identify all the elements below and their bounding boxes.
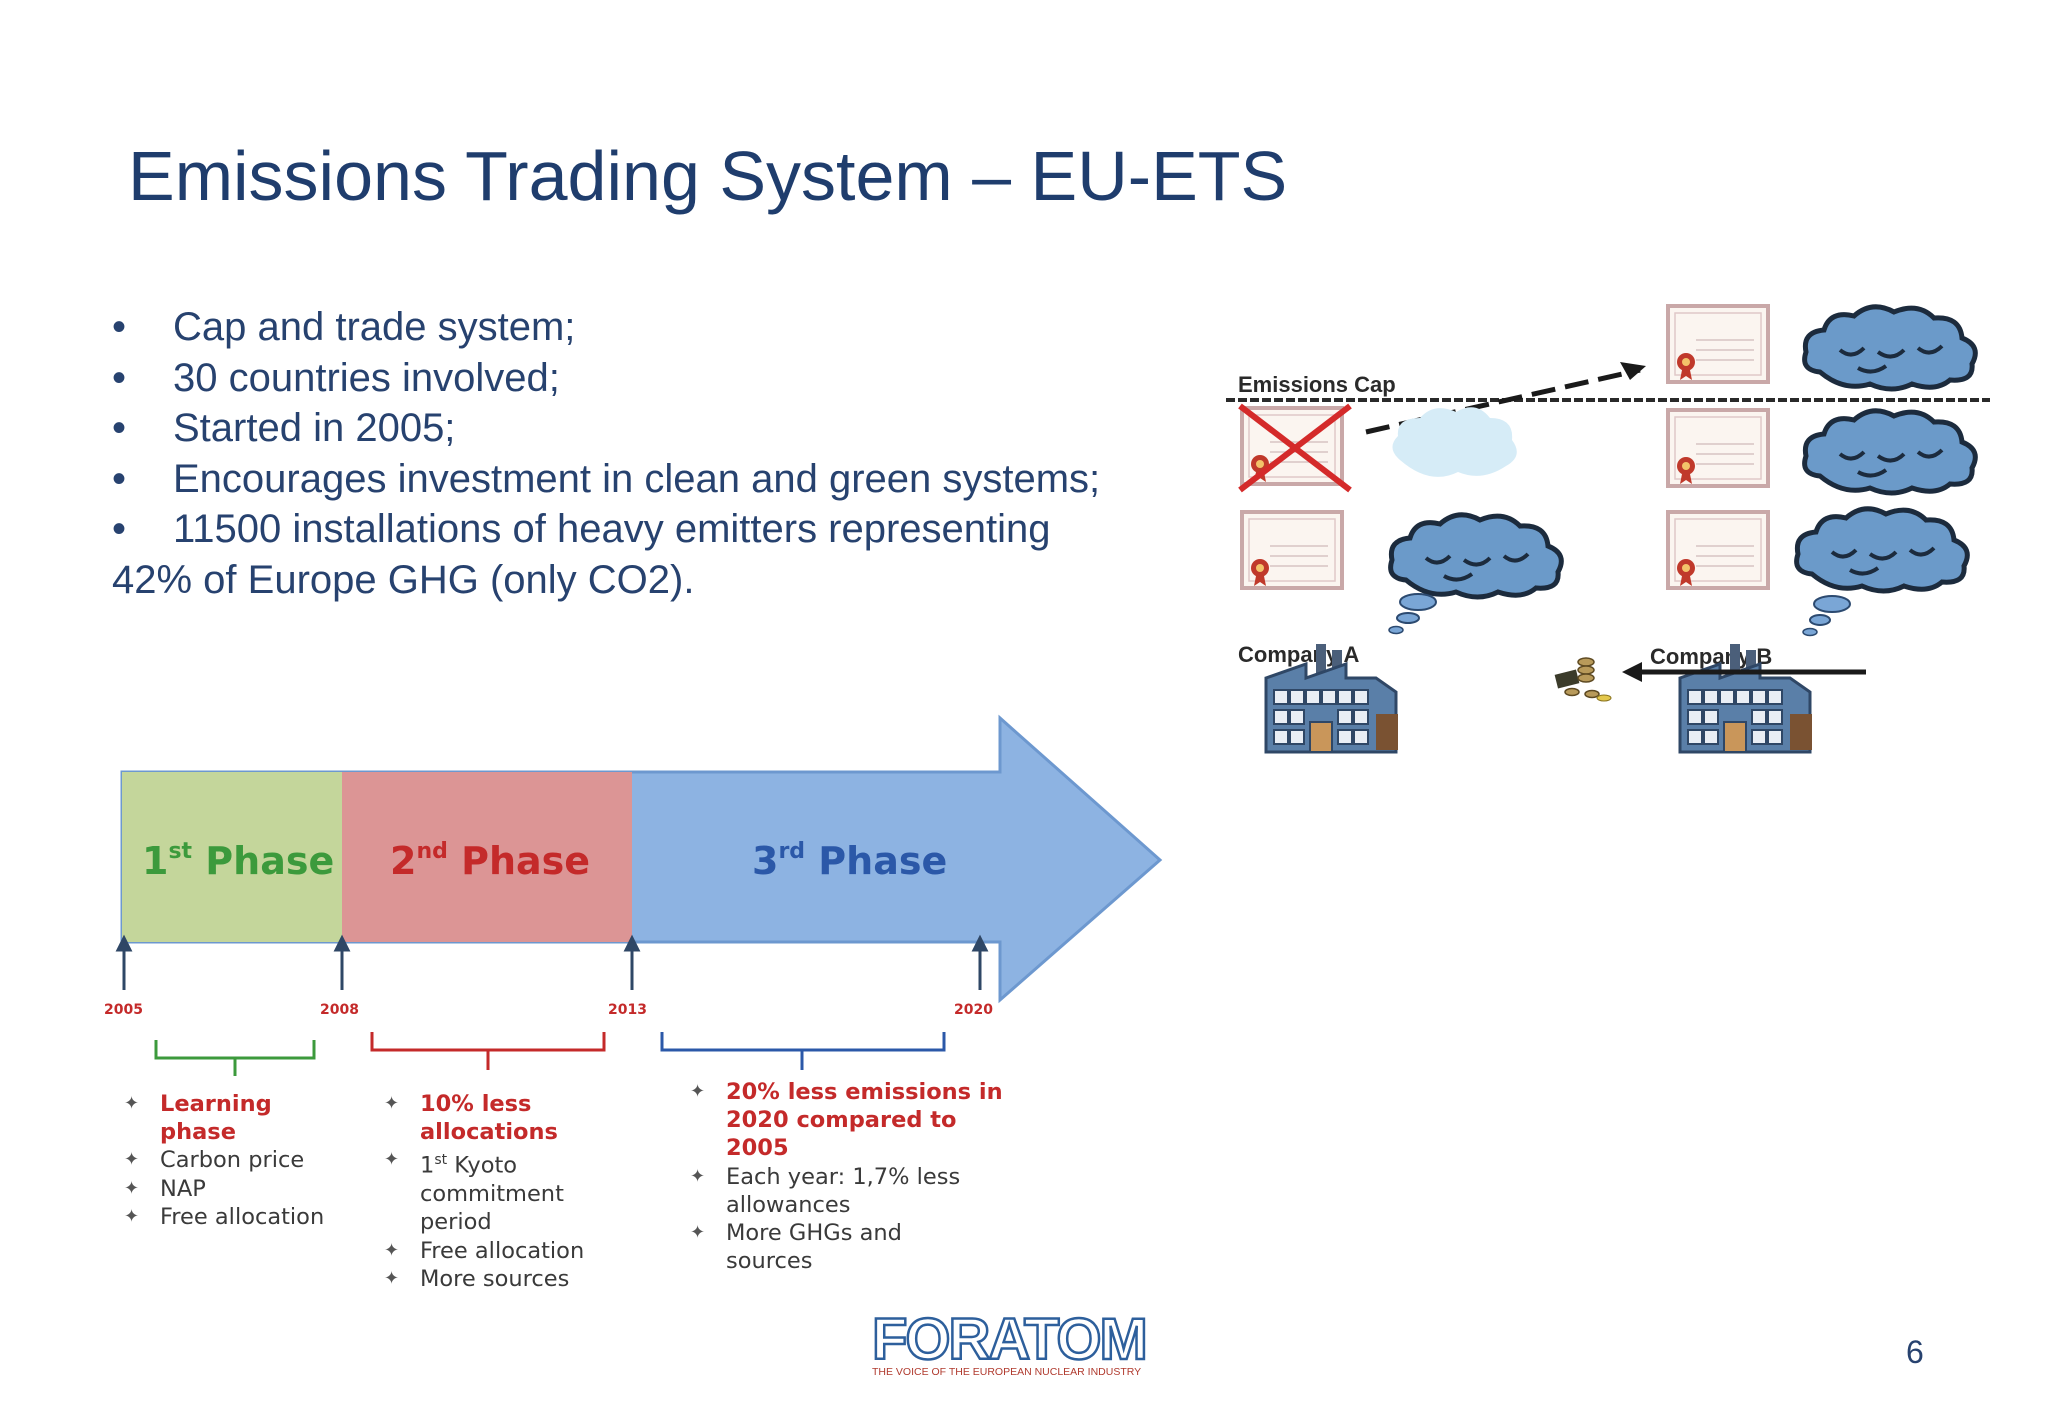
- bullet-item: • Encourages investment in clean and gree…: [112, 454, 1192, 505]
- bullet-item: • 11500 installations of heavy emitters r…: [112, 504, 1192, 555]
- thought-bubble-icon: [1809, 614, 1831, 626]
- bullet-item: • 30 countries involved;: [112, 353, 1192, 404]
- thought-bubble-icon: [1399, 593, 1437, 611]
- note-bullet-icon: ✦: [124, 1093, 140, 1114]
- bullet-mark: •: [112, 507, 127, 551]
- certificate-icon: [1666, 408, 1770, 488]
- emission-cloud-icon: [1797, 509, 1968, 591]
- emission-cloud-icon: [1805, 307, 1976, 389]
- phase-2-bracket: [370, 1032, 606, 1070]
- year-label: 2013: [608, 1002, 647, 1018]
- phase-1-block: [122, 772, 342, 942]
- note-item: ✦Free allocation: [124, 1203, 325, 1230]
- transfer-arrowhead: [1620, 362, 1646, 380]
- bullet-text: Started in 2005;: [173, 406, 456, 450]
- phase-1-bracket: [154, 1040, 316, 1076]
- reduced-emission-cloud: [1392, 407, 1517, 477]
- money-icon: [1554, 657, 1612, 702]
- phase-timeline: 1st Phase 2nd Phase 3rd Phase 2005 2008 …: [100, 710, 1180, 1310]
- cap-and-trade-illustration: Emissions Cap Company A Company B: [1226, 304, 1990, 754]
- emission-cloud-icon: [1391, 515, 1562, 597]
- certificate-icon: [1240, 510, 1344, 590]
- year-label: 2005: [104, 1002, 143, 1018]
- note-bullet-icon: ✦: [124, 1149, 140, 1171]
- bullet-text: 30 countries involved;: [173, 355, 560, 400]
- logo-wordmark: FORATOM: [871, 1307, 1149, 1372]
- certificate-icon: [1666, 304, 1770, 384]
- year-label: 2020: [954, 1002, 993, 1018]
- note-bullet-icon: ✦: [124, 1205, 140, 1227]
- bullet-item: • Started in 2005;: [112, 403, 1192, 454]
- thought-bubble-icon: [1802, 627, 1818, 637]
- emission-cloud-icon: [1805, 411, 1976, 493]
- bullet-text: 11500 installations of heavy emitters re…: [173, 507, 1051, 551]
- phase-3-bracket: [660, 1032, 946, 1070]
- note-bullet-icon: ✦: [384, 1267, 400, 1289]
- thought-bubble-icon: [1813, 595, 1851, 613]
- note-item: ✦Free allocation: [384, 1237, 585, 1264]
- phase-2-label: 2nd Phase: [390, 839, 590, 883]
- certificate-icon: [1666, 510, 1770, 590]
- payment-arrowhead: [1622, 662, 1642, 682]
- logo-tagline: THE VOICE OF THE EUROPEAN NUCLEAR INDUST…: [872, 1366, 1142, 1378]
- cap-and-trade-diagram: Emissions Cap Company A Company B: [1220, 290, 2000, 800]
- phase-3-label: 3rd Phase: [752, 839, 947, 883]
- bullet-mark: •: [112, 355, 127, 400]
- bullet-mark: •: [112, 305, 127, 349]
- thought-bubble-icon: [1388, 625, 1404, 635]
- foratom-logo: FORATOM THE VOICE OF THE EUROPEAN NUCLEA…: [871, 1307, 1178, 1380]
- bullet-text: Encourages investment in clean and green…: [173, 456, 1101, 501]
- note-bullet-icon: ✦: [384, 1149, 400, 1171]
- note-item: ✦More sources: [384, 1265, 570, 1292]
- note-bullet-icon: ✦: [384, 1093, 400, 1114]
- bullet-continuation: 42% of Europe GHG (only CO2).: [112, 557, 695, 602]
- phase-1-label: 1st Phase: [142, 839, 334, 883]
- note-bullet-icon: ✦: [690, 1222, 706, 1244]
- note-item: ✦NAP: [124, 1175, 206, 1202]
- crossed-out-icon: [1238, 403, 1352, 493]
- bullet-text: Cap and trade system;: [173, 305, 576, 349]
- bullet-mark: •: [112, 456, 127, 501]
- bullet-mark: •: [112, 406, 127, 450]
- year-label: 2008: [320, 1002, 359, 1018]
- emissions-cap-label: Emissions Cap: [1238, 372, 1396, 397]
- note-bullet-icon: ✦: [690, 1081, 706, 1102]
- bullet-item: • Cap and trade system;: [112, 302, 1192, 353]
- bullet-list: • Cap and trade system; • 30 countries inv…: [112, 302, 1192, 605]
- note-bullet-icon: ✦: [124, 1177, 140, 1199]
- phase-timeline-graphic: 1st Phase 2nd Phase 3rd Phase 2005 2008 …: [104, 714, 1163, 1076]
- phase-2-block: [342, 772, 632, 942]
- slide-title: Emissions Trading System – EU-ETS: [128, 137, 1288, 215]
- note-bullet-icon: ✦: [690, 1165, 706, 1187]
- note-item: ✦Carbon price: [124, 1147, 305, 1174]
- note-bullet-icon: ✦: [384, 1239, 400, 1261]
- page-number: 6: [1906, 1334, 1924, 1370]
- thought-bubble-icon: [1396, 612, 1420, 624]
